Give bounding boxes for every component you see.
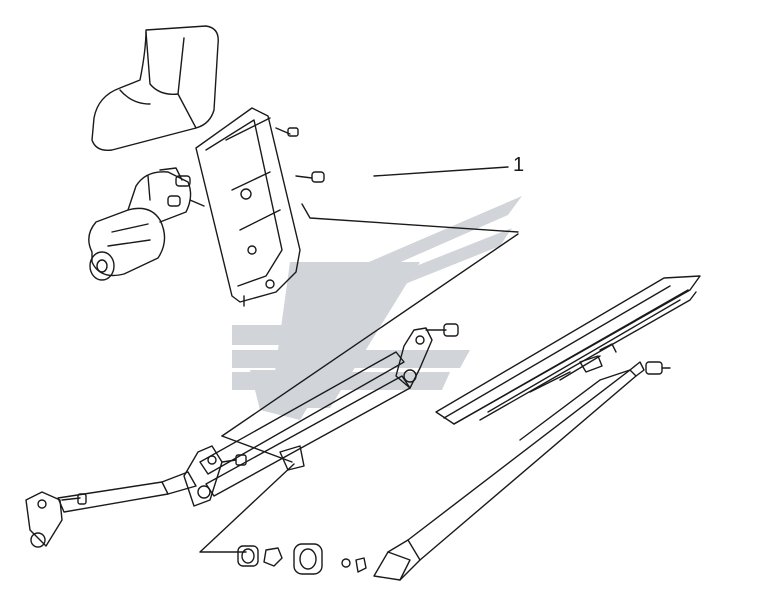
bushing-small [237, 545, 259, 567]
line-art [25, 25, 701, 581]
callout-leader-main [373, 166, 509, 177]
watermark-arc [250, 370, 330, 420]
callout-leader-diagonal [221, 233, 519, 437]
wiper-arm [373, 361, 645, 581]
bushing-large [293, 543, 323, 575]
motor-cover [91, 25, 219, 151]
bushing-set [237, 543, 367, 575]
callout-bracket-upper [301, 203, 519, 233]
wiper-blade [435, 275, 701, 425]
mounting-bracket [195, 107, 301, 307]
callout-leaders [199, 166, 519, 553]
wiper-motor [88, 167, 205, 281]
bracket-bolt-top [275, 127, 299, 137]
arm-bolt [645, 361, 671, 375]
callout-label-1: 1 [513, 154, 525, 176]
watermark-logo [232, 196, 522, 420]
nut-small [263, 547, 283, 567]
washer [341, 558, 351, 568]
callout-bracket-lower [221, 435, 293, 463]
wiper-linkage [25, 323, 459, 548]
bracket-bolt-middle [295, 171, 325, 183]
nut-arm [355, 557, 367, 573]
